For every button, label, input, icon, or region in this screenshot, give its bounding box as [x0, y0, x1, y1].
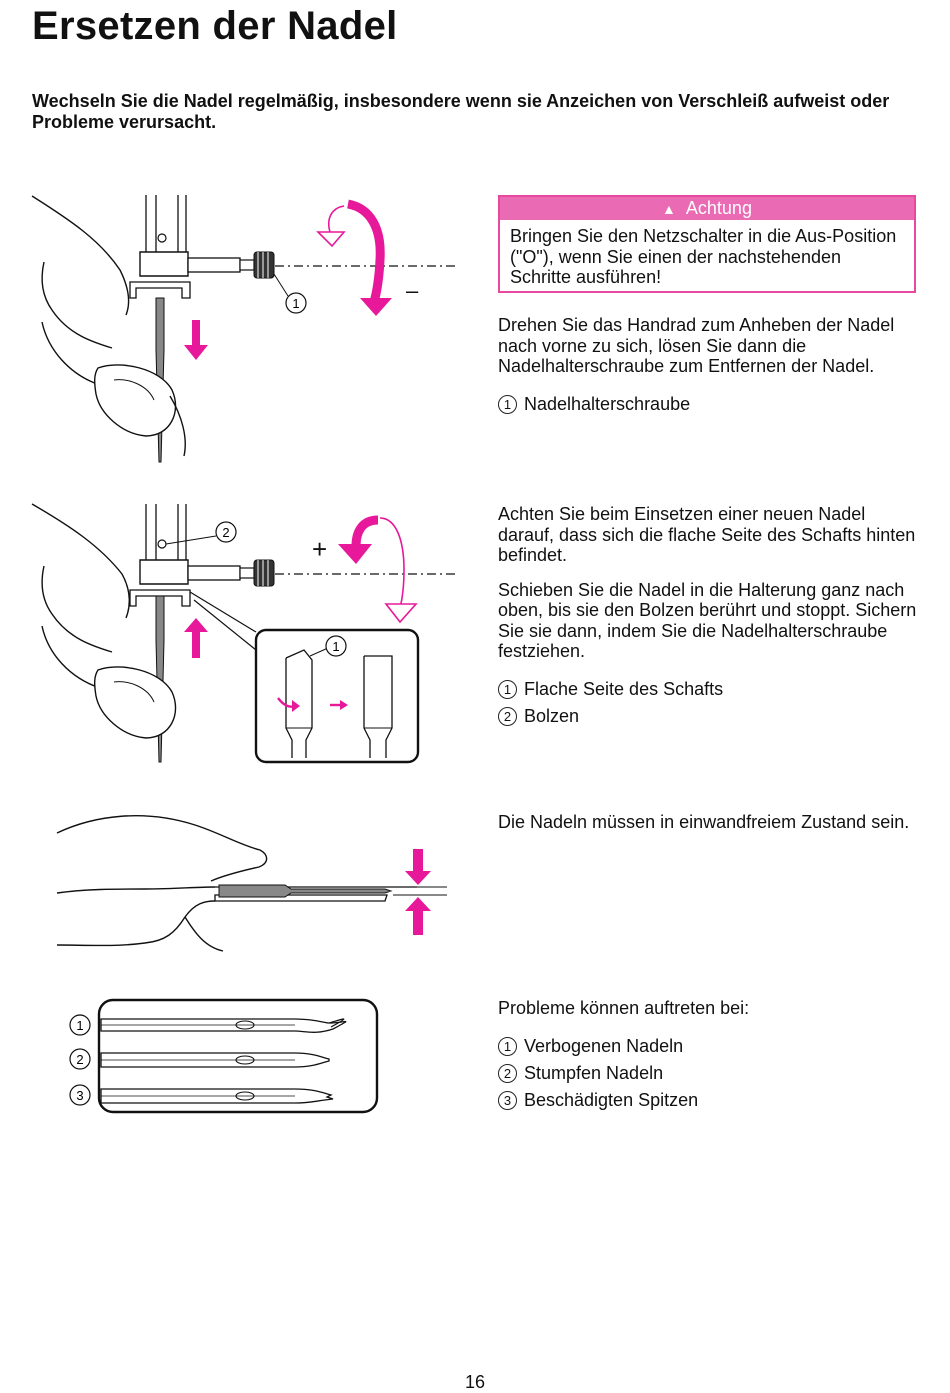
legend-label: Flache Seite des Schafts	[524, 678, 724, 699]
step4-text: Probleme können auftreten bei:	[498, 998, 750, 1018]
figure-check-needle	[56, 815, 447, 952]
legend-label: Stumpfen Nadeln	[524, 1062, 664, 1083]
callout-pin: 2	[222, 525, 229, 540]
legend-label: Verbogenen Nadeln	[524, 1035, 684, 1056]
step2-text-2: Schieben Sie die Nadel in die Halterung …	[498, 579, 917, 662]
legend-item: 1 Nadelhalterschraube	[498, 391, 918, 418]
caution-text: Bringen Sie den Netzschalter in die Aus-…	[510, 226, 897, 287]
legend-number: 1	[498, 394, 517, 414]
callout-flat-side: 1	[332, 639, 339, 654]
legend-number: 2	[498, 1063, 517, 1083]
callout-screw: 1	[292, 296, 299, 311]
step2-text-1: Achten Sie beim Einsetzen einer neuen Na…	[498, 504, 916, 565]
caution-header: ▲ Achtung	[500, 197, 914, 220]
legend-item: 1 Verbogenen Nadeln	[498, 1033, 918, 1060]
step1-section: Drehen Sie das Handrad zum Anheben der N…	[498, 315, 918, 418]
legend-number: 1	[498, 1036, 517, 1056]
callout-1: 1	[76, 1018, 83, 1033]
page-title: Ersetzen der Nadel	[32, 4, 398, 48]
legend-label: Nadelhalterschraube	[524, 393, 691, 414]
rotation-plus-sign: +	[312, 534, 327, 564]
step3-section: Die Nadeln müssen in einwandfreiem Zusta…	[498, 812, 918, 847]
figure-defective-needles: 1 2 3	[69, 998, 379, 1114]
legend-item: 3 Beschädigten Spitzen	[498, 1087, 918, 1114]
step2-section: Achten Sie beim Einsetzen einer neuen Na…	[498, 504, 918, 730]
page-number: 16	[464, 1372, 486, 1392]
step4-legend: 1 Verbogenen Nadeln 2 Stumpfen Nadeln 3 …	[498, 1033, 918, 1114]
step1-legend: 1 Nadelhalterschraube	[498, 391, 918, 418]
figure-insert-needle: 2 + 1	[31, 503, 455, 764]
legend-number: 1	[498, 679, 517, 699]
callout-3: 3	[76, 1088, 83, 1103]
legend-number: 3	[498, 1090, 517, 1110]
step1-text: Drehen Sie das Handrad zum Anheben der N…	[498, 315, 895, 376]
legend-item: 2 Stumpfen Nadeln	[498, 1060, 918, 1087]
legend-number: 2	[498, 706, 517, 726]
legend-label: Bolzen	[524, 705, 580, 726]
legend-label: Beschädigten Spitzen	[524, 1089, 699, 1110]
intro-text: Wechseln Sie die Nadel regelmäßig, insbe…	[32, 91, 890, 132]
caution-title: Achtung	[685, 198, 752, 218]
step4-section: Probleme können auftreten bei: 1 Verboge…	[498, 998, 918, 1114]
legend-item: 1 Flache Seite des Schafts	[498, 676, 918, 703]
warning-triangle-icon: ▲	[662, 201, 676, 217]
rotation-minus-sign: –	[406, 278, 419, 303]
callout-2: 2	[76, 1052, 83, 1067]
caution-box: ▲ Achtung Bringen Sie den Netzschalter i…	[498, 195, 916, 293]
legend-item: 2 Bolzen	[498, 703, 918, 730]
figure-remove-needle: 1 –	[31, 195, 455, 463]
step3-text: Die Nadeln müssen in einwandfreiem Zusta…	[498, 812, 910, 832]
step2-legend: 1 Flache Seite des Schafts 2 Bolzen	[498, 676, 918, 730]
